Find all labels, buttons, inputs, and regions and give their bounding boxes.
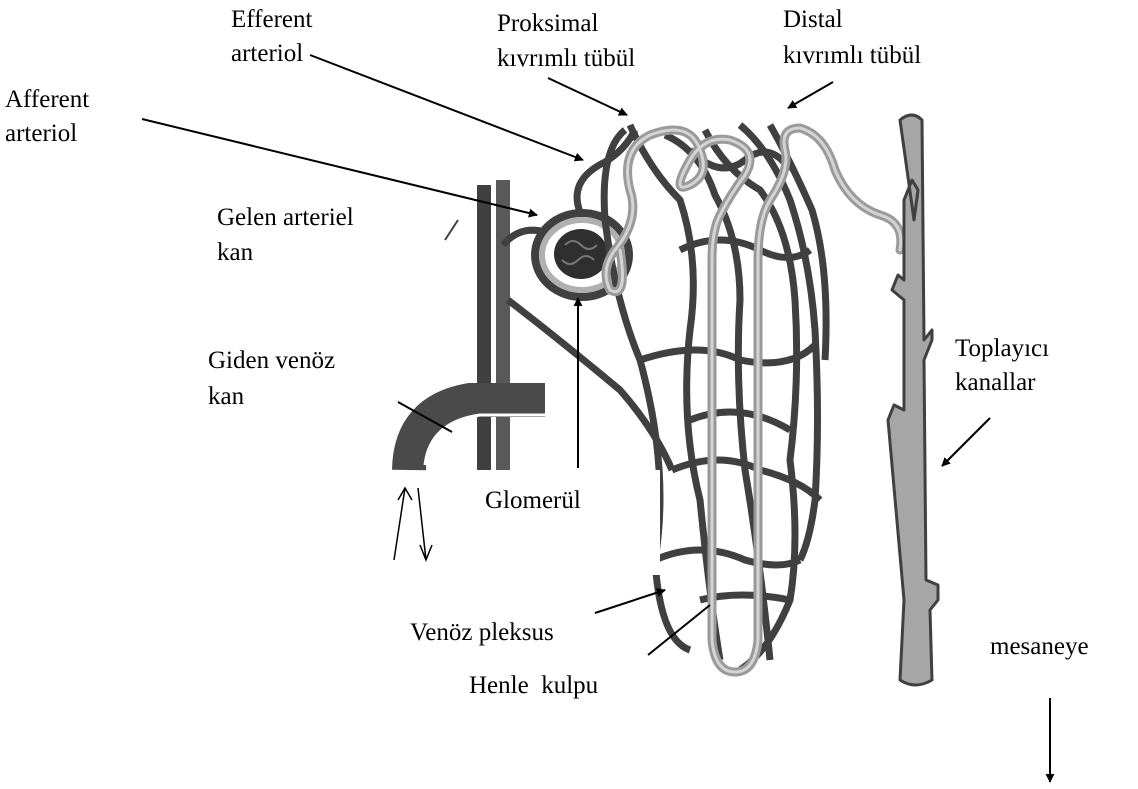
proksimal-label-line1: Proksimal: [497, 10, 598, 37]
toplayici-label-line2: kanallar: [955, 369, 1036, 396]
gelen-label-line1: Gelen arteriel: [217, 204, 354, 231]
efferent-label-line1: Efferent: [231, 6, 312, 33]
afferent-label-line1: Afferent: [5, 86, 89, 113]
efferent-label-line2: arteriol: [231, 40, 303, 67]
venoz-arrow: [595, 590, 665, 613]
proksimal-label-line2: kıvrımlı tübül: [497, 45, 635, 72]
proksimal-arrow: [548, 78, 627, 115]
distal-arrow: [788, 82, 833, 108]
glomerul-label: Glomerül: [485, 487, 581, 514]
venoz-pleksus-label: Venöz pleksus: [410, 619, 554, 646]
distal-label-line2: kıvrımlı tübül: [783, 42, 921, 69]
henle-label: Henle kulpu: [469, 672, 599, 699]
giden-label-line1: Giden venöz: [208, 347, 335, 374]
afferent-label-line2: arteriol: [5, 120, 77, 147]
mesaneye-label: mesaneye: [990, 633, 1089, 660]
renal-vessels: [409, 180, 545, 470]
distal-label-line1: Distal: [783, 6, 843, 33]
collecting-duct: [888, 115, 938, 685]
afferent-arrow: [142, 119, 537, 215]
giden-label-line2: kan: [208, 383, 245, 410]
handwritten-arrows: [394, 488, 432, 560]
toplayici-arrow: [942, 418, 990, 466]
toplayici-label-line1: Toplayıcı: [955, 335, 1049, 362]
gelen-label-line2: kan: [217, 239, 254, 266]
